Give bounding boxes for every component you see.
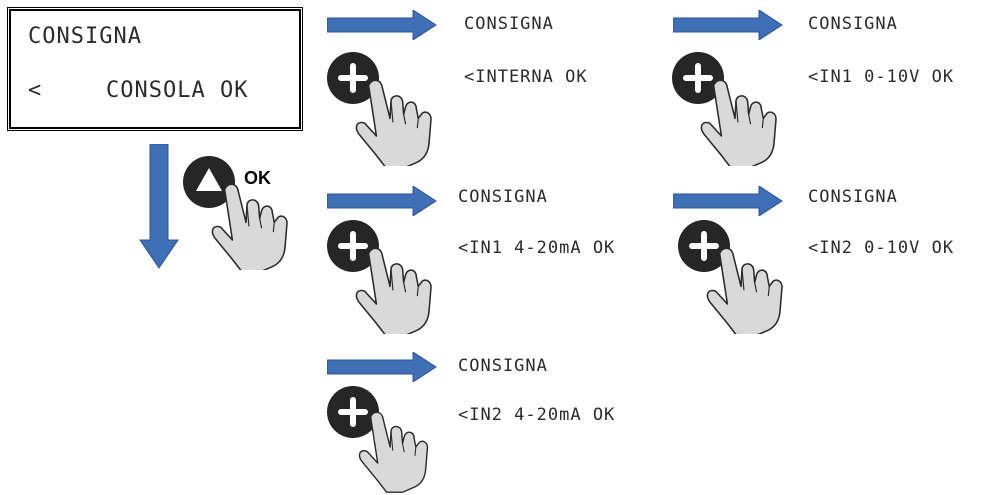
right-arrow (673, 10, 783, 40)
plus-icon (338, 63, 368, 93)
right-arrow (673, 186, 783, 216)
right-arrow (327, 352, 437, 382)
main-display: CONSIGNA < CONSOLA OK (7, 7, 303, 131)
step-4-title: CONSIGNA (808, 187, 898, 207)
plus-button[interactable] (326, 214, 446, 334)
up-triangle-icon (196, 168, 222, 191)
plus-icon (338, 231, 368, 261)
down-arrow (139, 144, 179, 269)
step-2-value: <IN1 0-10V OK (808, 67, 955, 87)
confirm-button[interactable] (182, 150, 302, 270)
plus-button[interactable] (671, 46, 791, 166)
ok-label: OK (244, 168, 271, 188)
plus-button[interactable] (326, 380, 446, 495)
step-2-title: CONSIGNA (808, 14, 898, 34)
plus-icon (689, 231, 719, 261)
step-4-value: <IN2 0-10V OK (808, 238, 955, 258)
step-3-title: CONSIGNA (458, 187, 548, 207)
step-5-title: CONSIGNA (458, 356, 548, 376)
step-5-value: <IN2 4-20mA OK (458, 405, 616, 425)
plus-button[interactable] (326, 46, 446, 166)
step-3-value: <IN1 4-20mA OK (458, 238, 616, 258)
plus-icon (683, 63, 713, 93)
main-display-prefix: < (28, 78, 43, 103)
step-1-title: CONSIGNA (464, 14, 554, 34)
step-1-value: <INTERNA OK (464, 67, 588, 87)
plus-button[interactable] (677, 214, 797, 334)
right-arrow (327, 10, 437, 40)
main-display-title: CONSIGNA (28, 24, 142, 49)
right-arrow (327, 186, 437, 216)
plus-icon (338, 397, 368, 427)
main-display-value: CONSOLA OK (106, 78, 249, 103)
